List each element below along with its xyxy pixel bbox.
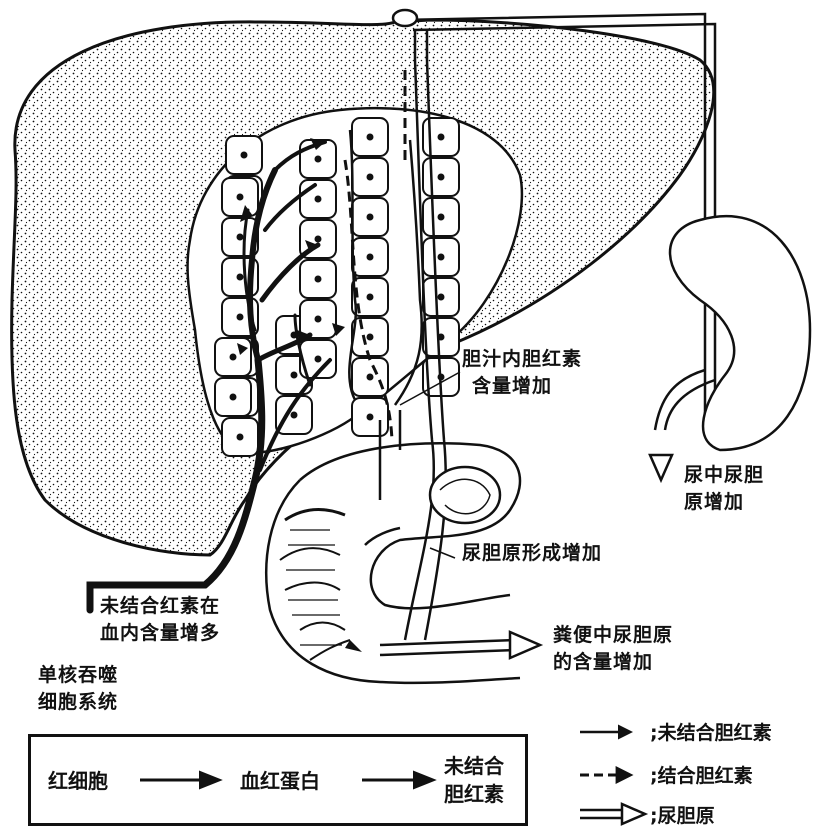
urine-urobilinogen-label: 尿中尿胆 原增加 — [684, 464, 765, 513]
cell-nucleus — [290, 411, 298, 419]
blood-unconjugated-label: 未结合红素在 血内含量增多 — [100, 595, 221, 644]
cell-nucleus — [314, 355, 322, 363]
mononuclear-phagocyte-label: 单核吞噬 细胞系统 — [38, 664, 119, 713]
cell-nucleus — [437, 173, 445, 181]
cell-nucleus — [314, 315, 322, 323]
intestine — [265, 442, 522, 685]
small-arrowheads — [237, 138, 345, 355]
cell-nucleus — [236, 433, 244, 441]
cell-nucleus — [229, 353, 237, 361]
cell-nucleus — [229, 393, 237, 401]
legend-conjugated: ;结合胆红素 — [650, 765, 753, 787]
cell-nucleus — [437, 213, 445, 221]
cell-nucleus — [366, 213, 374, 221]
flow-step-unconjugated: 未结合 胆红素 — [444, 754, 504, 806]
feces-urobilinogen-label: 粪便中尿胆原 的含量增加 — [553, 624, 674, 673]
flow-step-hemoglobin: 血红蛋白 — [240, 769, 320, 793]
urine-arrowhead — [648, 453, 674, 484]
flow-step-red-cell: 红细胞 — [48, 769, 108, 793]
legend-hollow-head — [620, 802, 649, 826]
cell-nucleus — [366, 253, 374, 261]
bile-duct — [348, 129, 423, 500]
kidney-outline — [668, 214, 812, 452]
cell-nucleus — [437, 293, 445, 301]
conjugated-bilirubin-path — [343, 70, 407, 441]
cell-nucleus — [366, 373, 374, 381]
hepatocyte-columns — [214, 117, 460, 457]
feces-arrow — [379, 638, 516, 657]
cell-nucleus — [236, 233, 244, 241]
cell-nucleus — [314, 195, 322, 203]
cell-nucleus — [366, 413, 374, 421]
cell-nucleus — [437, 133, 445, 141]
cell-nucleus — [366, 293, 374, 301]
bile-bilirubin-label: 胆汁内胆红素 含量增加 — [462, 348, 583, 397]
cell-nucleus — [236, 313, 244, 321]
cell-nucleus — [314, 235, 322, 243]
urobilinogen-formation-label: 尿胆原形成增加 — [462, 542, 603, 564]
cell-nucleus — [366, 133, 374, 141]
cell-nucleus — [236, 273, 244, 281]
vessel-end — [391, 8, 419, 28]
cell-nucleus — [236, 193, 244, 201]
flow-box — [28, 734, 528, 826]
cell-nucleus — [366, 173, 374, 181]
legend-symbols — [580, 724, 649, 826]
cell-nucleus — [366, 333, 374, 341]
cell-nucleus — [314, 275, 322, 283]
cell-nucleus — [437, 253, 445, 261]
cell-nucleus — [290, 371, 298, 379]
legend-urobilinogen: ;尿胆原 — [650, 805, 715, 827]
cell-nucleus — [314, 155, 322, 163]
intestine-folds — [286, 529, 342, 646]
legend-unconjugated: ;未结合胆红素 — [650, 722, 772, 744]
cell-nucleus — [240, 151, 248, 159]
